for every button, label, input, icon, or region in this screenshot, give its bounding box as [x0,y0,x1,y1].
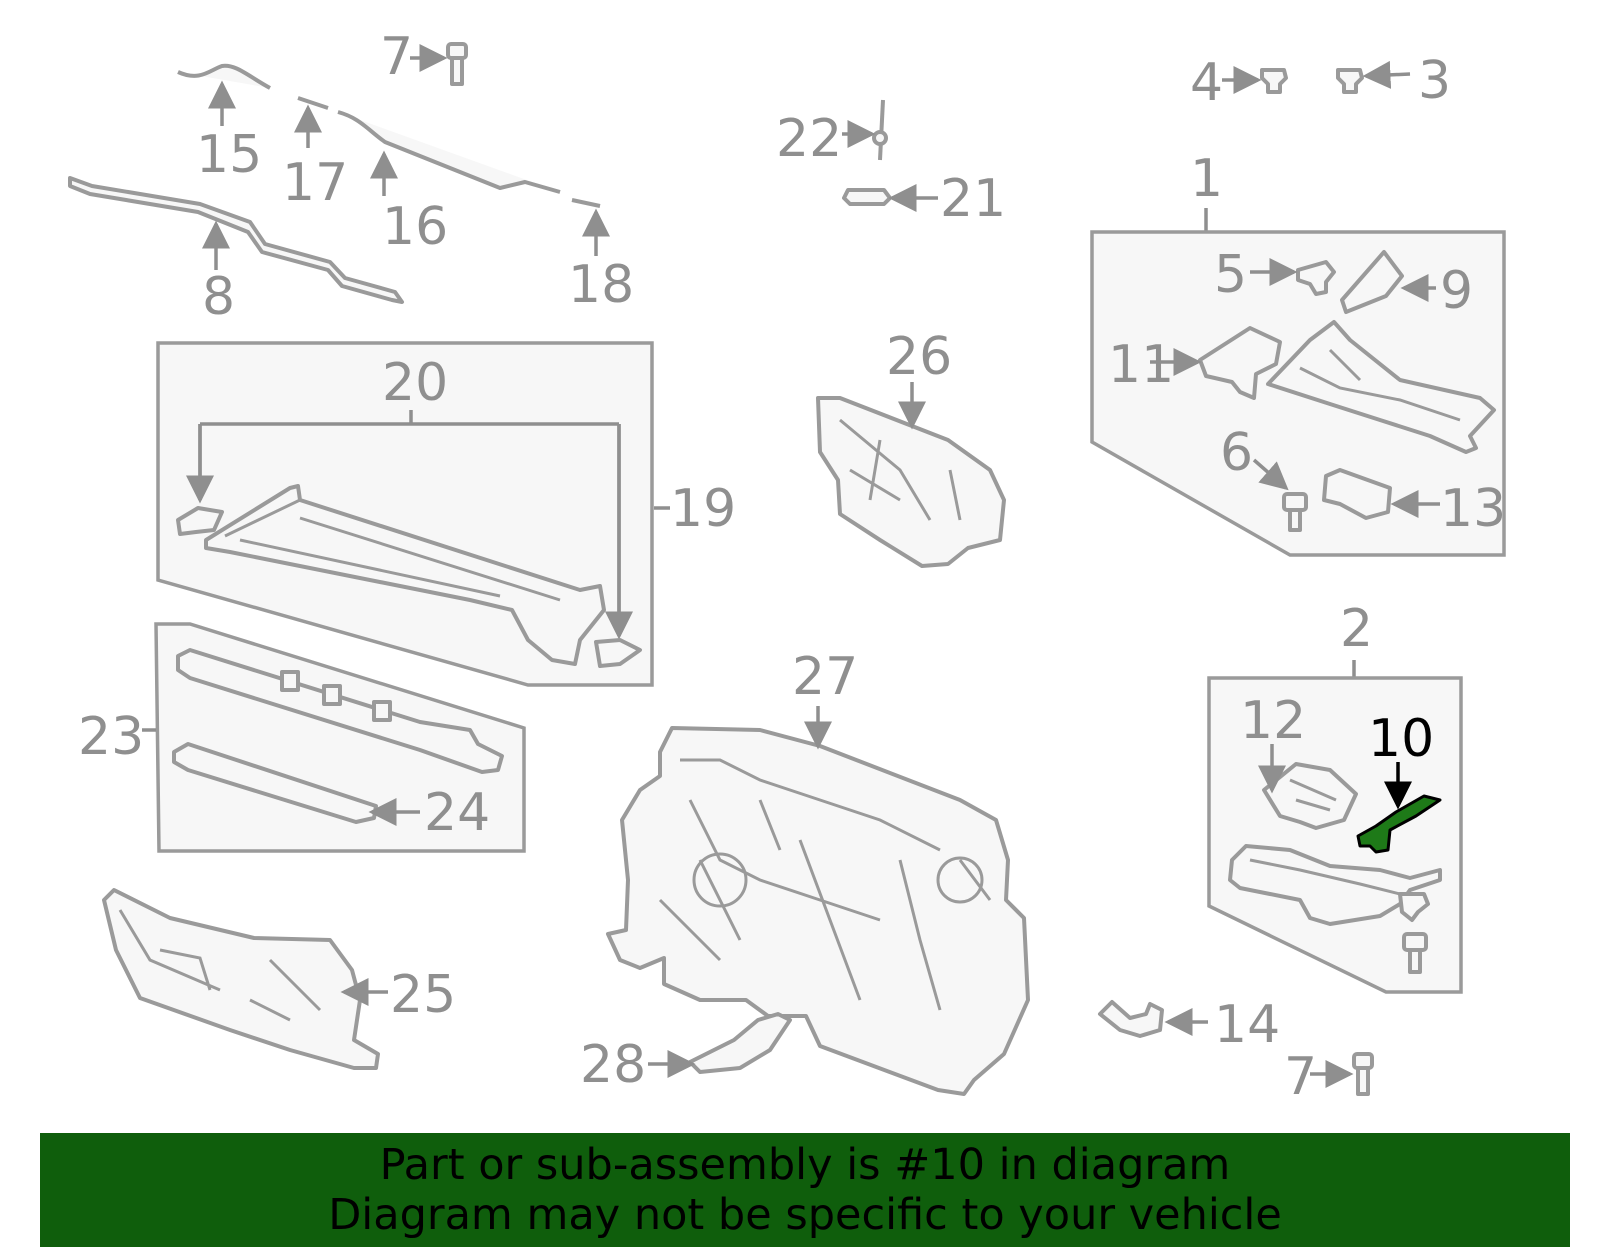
assembly-box-2 [1207,660,1463,994]
label-27: 27 [792,647,858,707]
part-16-rod [337,110,561,194]
label-22: 22 [776,109,842,169]
label-8: 8 [202,267,235,327]
part-8-weatherstrip [68,176,404,304]
label-12: 12 [1240,691,1306,751]
label-6: 6 [1220,423,1253,483]
part-25-dash-insulator [102,888,388,1070]
banner-line-disclaimer: Diagram may not be specific to your vehi… [328,1190,1282,1240]
assembly-box-23 [142,622,526,853]
label-15: 15 [196,125,262,185]
label-1: 1 [1190,149,1223,209]
part-28-bracket [648,1012,792,1078]
part-4-clip [1222,66,1288,94]
label-11: 11 [1108,335,1174,395]
label-3: 3 [1418,51,1451,111]
label-4: 4 [1190,53,1223,113]
label-7-top: 7 [380,27,413,87]
label-28: 28 [580,1035,646,1095]
label-21: 21 [940,169,1006,229]
label-20: 20 [382,353,448,413]
label-7-bottom: 7 [1284,1047,1317,1107]
part-7-bolt-top [446,42,468,86]
part-17-clip [297,96,329,110]
label-16: 16 [382,197,448,257]
banner-line-part-number: Part or sub-assembly is #10 in diagram [379,1140,1231,1190]
label-25: 25 [390,965,456,1025]
label-23: 23 [78,707,144,767]
label-24: 24 [424,783,490,843]
part-10-bracket-highlighted [1356,794,1442,854]
part-18-clip [571,198,601,208]
part-3-clip [1336,60,1411,94]
label-9: 9 [1440,261,1473,321]
part-14-bracket [1098,1000,1208,1038]
assembly-box-19 [156,341,670,687]
part-15-clip [177,63,271,90]
label-26: 26 [886,327,952,387]
part-22-stud [842,99,888,161]
label-14: 14 [1214,995,1280,1055]
label-10-highlighted: 10 [1368,709,1434,769]
label-2: 2 [1340,599,1373,659]
info-banner: Part or sub-assembly is #10 in diagram D… [40,1133,1570,1247]
part-7-bolt-bottom [1310,1052,1374,1096]
part-21-bracket [842,184,938,212]
label-19: 19 [670,479,736,539]
part-26-panel [816,382,1006,568]
assembly-box-1 [1090,208,1506,557]
label-18: 18 [568,255,634,315]
part-27-dash-panel [606,706,1030,1096]
label-17: 17 [282,153,348,213]
label-13: 13 [1440,479,1506,539]
label-5: 5 [1214,245,1247,305]
